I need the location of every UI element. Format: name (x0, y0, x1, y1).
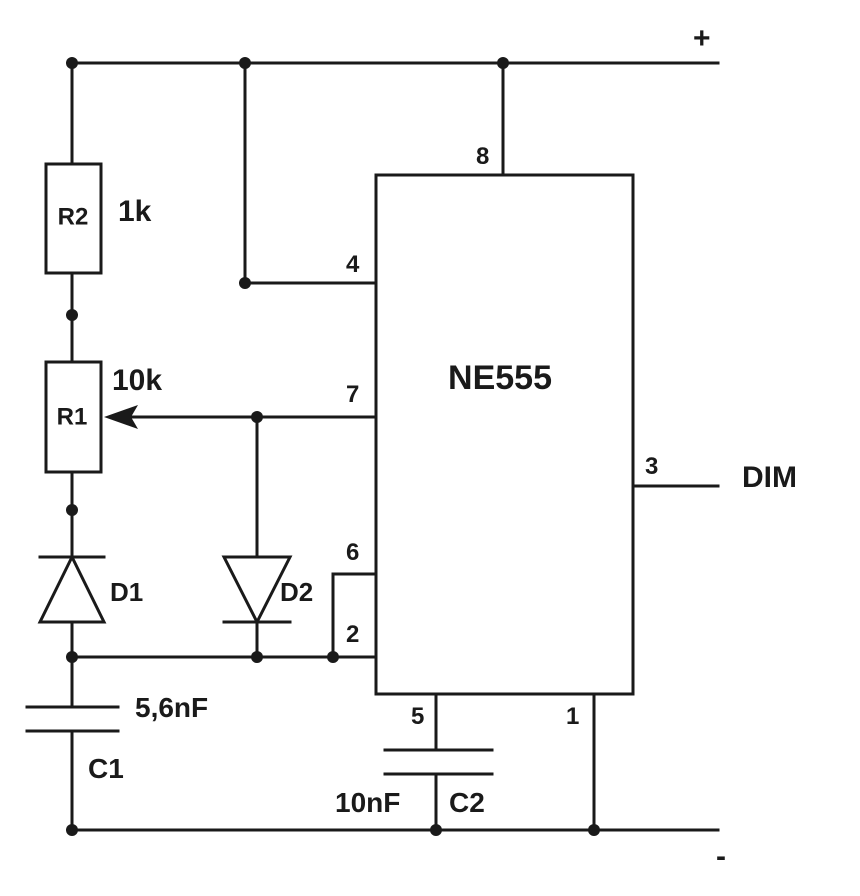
c2-ref: C2 (449, 787, 485, 818)
junction-dot (239, 277, 251, 289)
junction-dot (327, 651, 339, 663)
pin-2-label: 2 (346, 621, 359, 648)
output-label: DIM (742, 461, 797, 494)
junction-dot (66, 651, 78, 663)
junction-dot (251, 411, 263, 423)
pin-6-label: 6 (346, 539, 359, 566)
ic-ne555 (374, 173, 635, 696)
d1-ref: D1 (110, 577, 143, 607)
potentiometer-r1 (44, 360, 103, 474)
junction-dot (66, 57, 78, 69)
junction-dot (251, 651, 263, 663)
negative-rail-label: - (716, 840, 726, 873)
pin-3-label: 3 (645, 453, 658, 480)
junction-dot (430, 824, 442, 836)
c2-value: 10nF (335, 787, 400, 818)
positive-rail-label: + (693, 22, 711, 55)
junction-dot (66, 824, 78, 836)
pin-7-label: 7 (346, 381, 359, 408)
pin-5-label: 5 (411, 703, 424, 730)
ic-name: NE555 (448, 359, 552, 397)
pin-4-label: 4 (346, 251, 360, 278)
r2-value: 1k (118, 195, 152, 228)
r1-ref: R1 (57, 403, 88, 430)
pin-8-label: 8 (476, 143, 489, 170)
c1-value: 5,6nF (135, 692, 208, 723)
junction-dot (497, 57, 509, 69)
junction-dot (588, 824, 600, 836)
diode-d1 (37, 553, 107, 624)
wiper-arrow-icon (104, 405, 138, 429)
r2-ref: R2 (58, 203, 89, 230)
r1-value: 10k (112, 364, 162, 397)
diode-d2 (221, 555, 293, 626)
junction-dot (239, 57, 251, 69)
junction-dot (66, 309, 78, 321)
c1-ref: C1 (88, 753, 124, 784)
d2-ref: D2 (280, 577, 313, 607)
pin-1-label: 1 (566, 703, 579, 730)
resistor-r2 (44, 162, 103, 275)
junction-dot (66, 504, 78, 516)
